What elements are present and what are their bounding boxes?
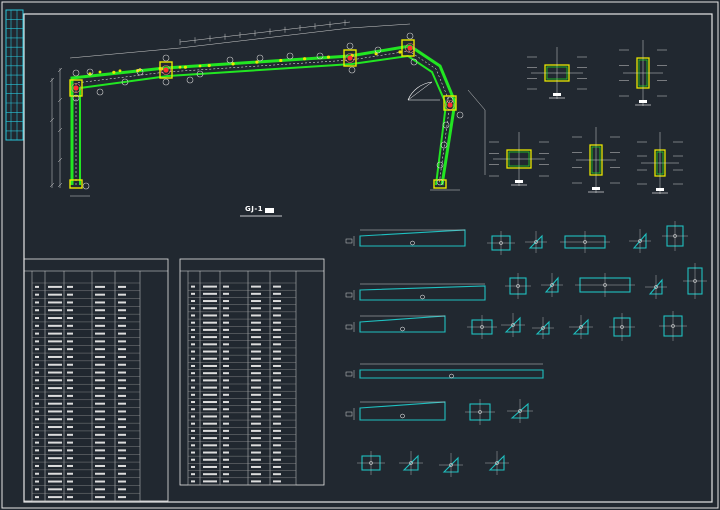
inner-frame [23,13,713,503]
material-table-right [179,258,325,486]
title-strip [5,9,24,141]
frame-title-label: GJ-1 [245,205,264,213]
frame-member-inner [79,54,448,186]
frame-member-outer [70,44,457,186]
connection-details [489,40,683,194]
plate-sketches [345,221,707,477]
material-table-left [23,258,169,502]
steel-frame [49,19,486,197]
frame-caption [240,208,282,217]
